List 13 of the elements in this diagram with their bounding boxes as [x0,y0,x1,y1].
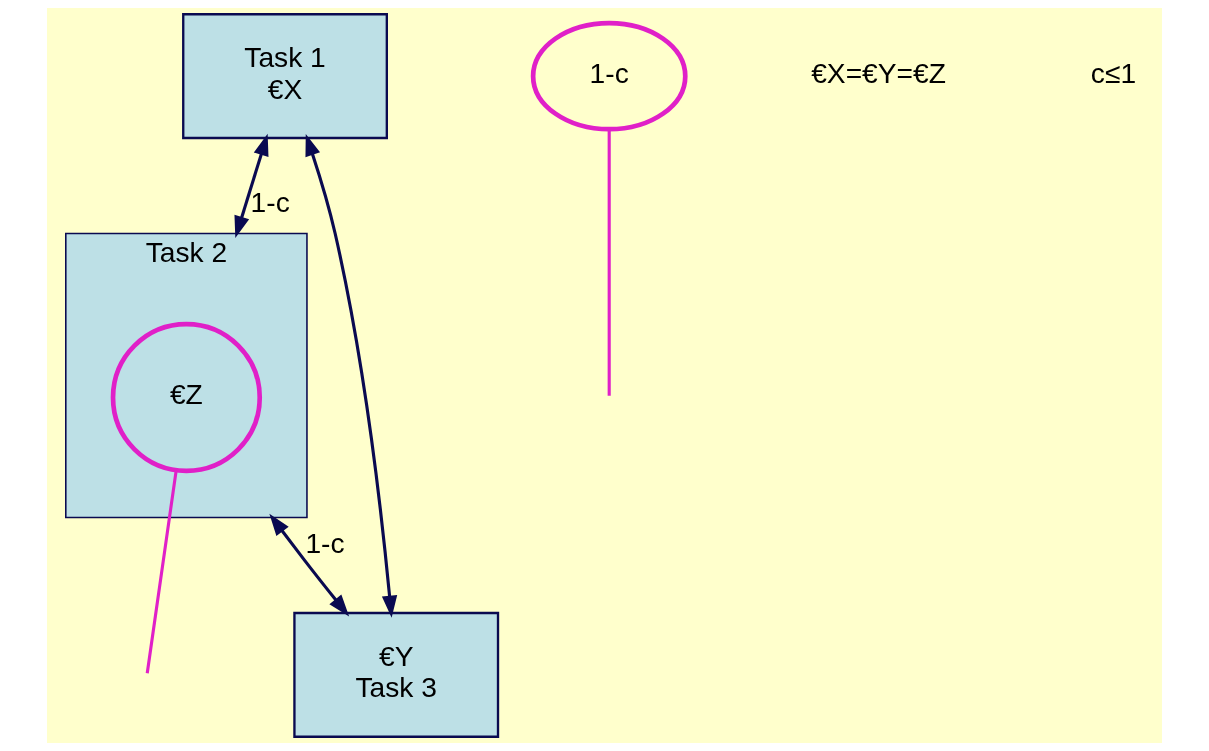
node-box: €Y Task 3 [293,611,500,738]
arrow [305,133,398,618]
node-circle: €Z [110,321,263,474]
edge-label: 1-c [305,526,345,559]
arrow [269,513,350,617]
node-box: Task 1 €X [182,13,388,140]
label: €X=€Y=€Z [811,57,946,90]
node-ellipse: 1-c [530,20,688,132]
connector [607,129,611,396]
arrow [234,133,269,239]
label: c≤1 [1090,57,1137,90]
connector [145,470,178,674]
edge-label: 1-c [250,186,290,219]
